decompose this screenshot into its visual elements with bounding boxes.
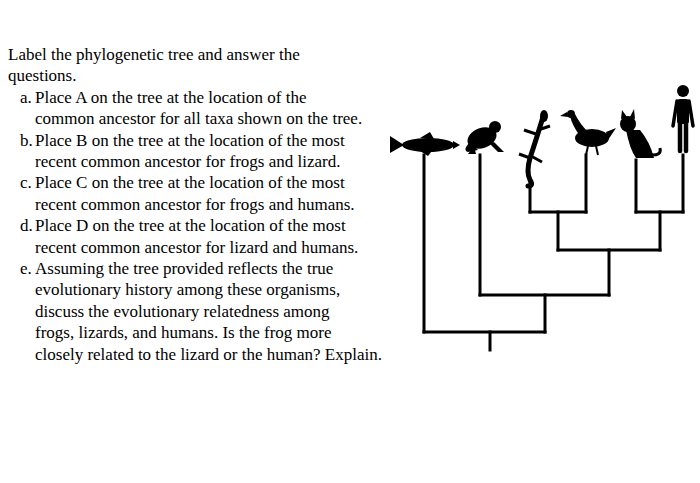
frog-silhouette [464, 121, 504, 154]
question-item: a.Place A on the tree at the location of… [8, 87, 698, 130]
human-silhouette [673, 85, 693, 151]
fish-silhouette [390, 132, 460, 156]
question-body: Place A on the tree at the location of t… [35, 88, 362, 128]
question-item: b.Place B on the tree at the location of… [8, 130, 698, 173]
item-letter: b. [20, 130, 35, 151]
tree-space [368, 44, 698, 343]
item-letter: a. [20, 87, 35, 108]
question-item: c.Place C on the tree at the location of… [8, 172, 698, 215]
question-body: Place D on the tree at the location of t… [35, 216, 358, 256]
item-letter: c. [20, 172, 35, 193]
question-title: Label the phylogenetic tree and answer t… [8, 44, 698, 87]
question-item: e.Assuming the tree provided reflects th… [8, 258, 698, 365]
question-body: Assuming the tree provided reflects the … [35, 259, 382, 364]
question-text: Label the phylogenetic tree and answer t… [8, 44, 698, 365]
tree-branches [424, 155, 683, 350]
question-body: Place B on the tree at the location of t… [35, 131, 345, 171]
item-letter: e. [20, 258, 35, 279]
item-letter: d. [20, 215, 35, 236]
question-item: d.Place D on the tree at the location of… [8, 215, 698, 258]
cat-silhouette [620, 109, 660, 158]
tree-space [398, 343, 698, 364]
lizard-silhouette [519, 110, 550, 186]
question-body: Place C on the tree at the location of t… [35, 173, 355, 213]
goose-silhouette [560, 110, 616, 155]
